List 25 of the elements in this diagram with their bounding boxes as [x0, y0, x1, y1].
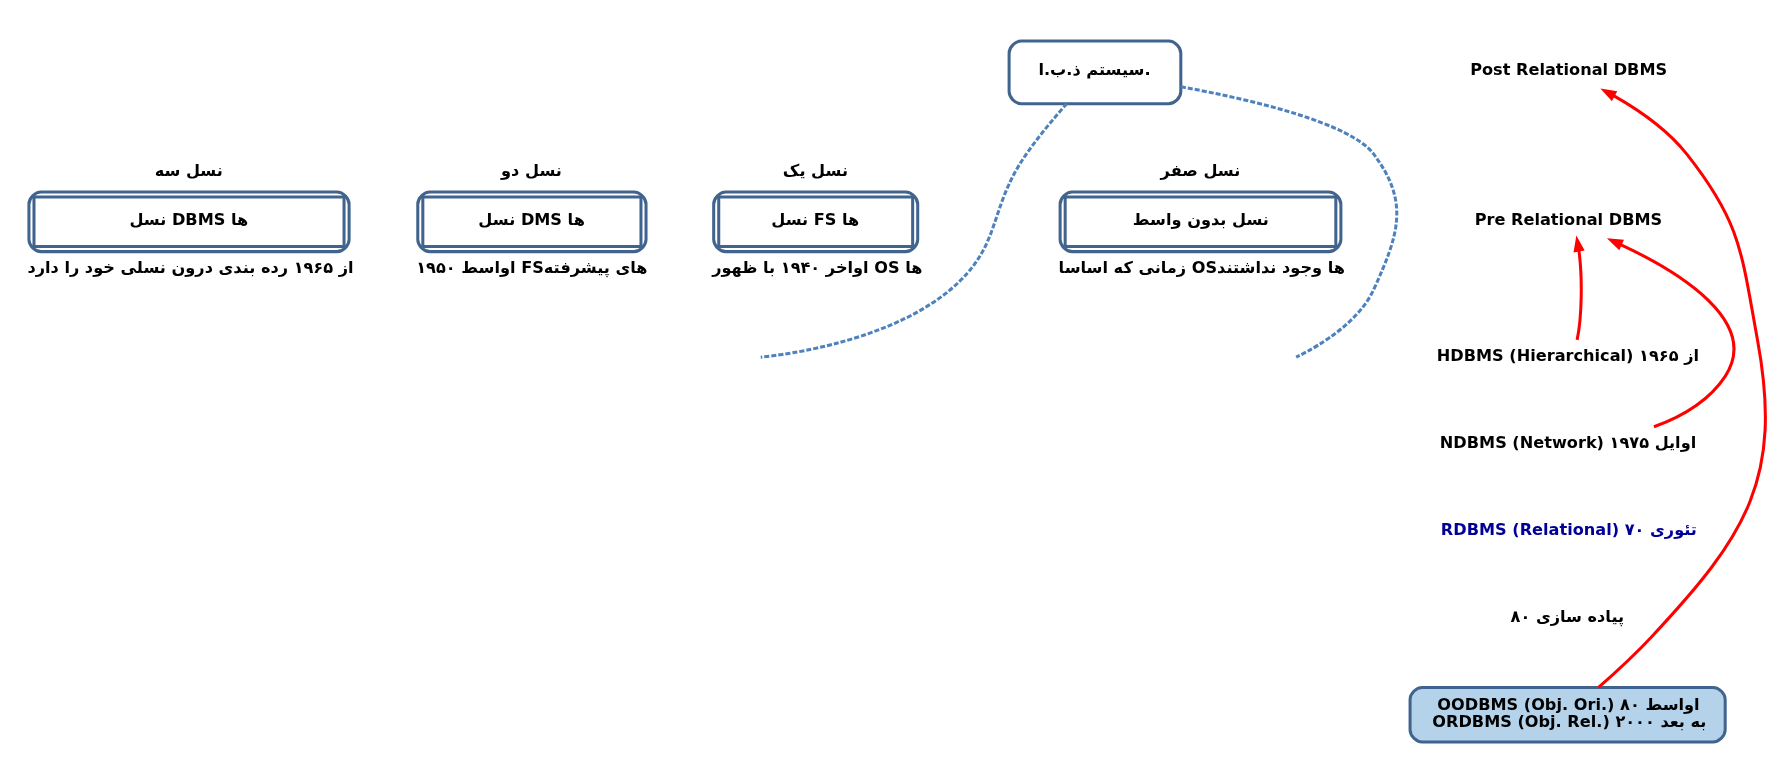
arrow	[1573, 235, 1585, 341]
node-label: نسل دو	[501, 161, 562, 181]
arrow	[1597, 88, 1767, 689]
node-label: نسل سه	[154, 161, 223, 181]
node-text: Pre Relational DBMS	[1474, 209, 1663, 229]
node-label: زمانی که اساسا OSها وجود نداشتند	[1058, 258, 1345, 278]
node-label: اواخر ۱۹۴۰ با ظهور OS ها	[712, 258, 923, 278]
connector	[1180, 85, 1399, 359]
node-text: RDBMS (Relational) تئوری ۷۰	[1440, 519, 1697, 539]
node-box: نسل DBMS ها	[27, 190, 351, 254]
node-box: نسل بدون واسط	[1058, 190, 1343, 254]
node-text: Post Relational DBMS	[1470, 60, 1668, 80]
node-label: اواسط ۱۹۵۰ FSهای پیشرفته	[416, 258, 648, 278]
node-label: از ۱۹۶۵ رده بندی درون نسلی خود را دارد	[27, 258, 354, 278]
node-text: NDBMS (Network) اوایل ۱۹۷۵	[1439, 432, 1697, 452]
node-text: HDBMS (Hierarchical) از ۱۹۶۵	[1436, 346, 1699, 365]
node-label: نسل صفر	[1160, 161, 1241, 181]
node-label: نسل یک	[782, 161, 848, 181]
connector	[760, 102, 1068, 359]
label: پیاده سازی ۸۰	[1510, 606, 1625, 626]
node-box: سیستم ذ.ب.ا.	[1007, 39, 1183, 106]
node-box: نسل FS ها	[712, 190, 920, 254]
node-box: OODBMS (Obj. Ori.) اواسط ۸۰ ORDBMS (Obj. Rel.) ۲۰۰۰ به بعد	[1408, 685, 1727, 744]
arrow	[1606, 238, 1736, 429]
node-box: نسل DMS ها	[416, 190, 648, 254]
